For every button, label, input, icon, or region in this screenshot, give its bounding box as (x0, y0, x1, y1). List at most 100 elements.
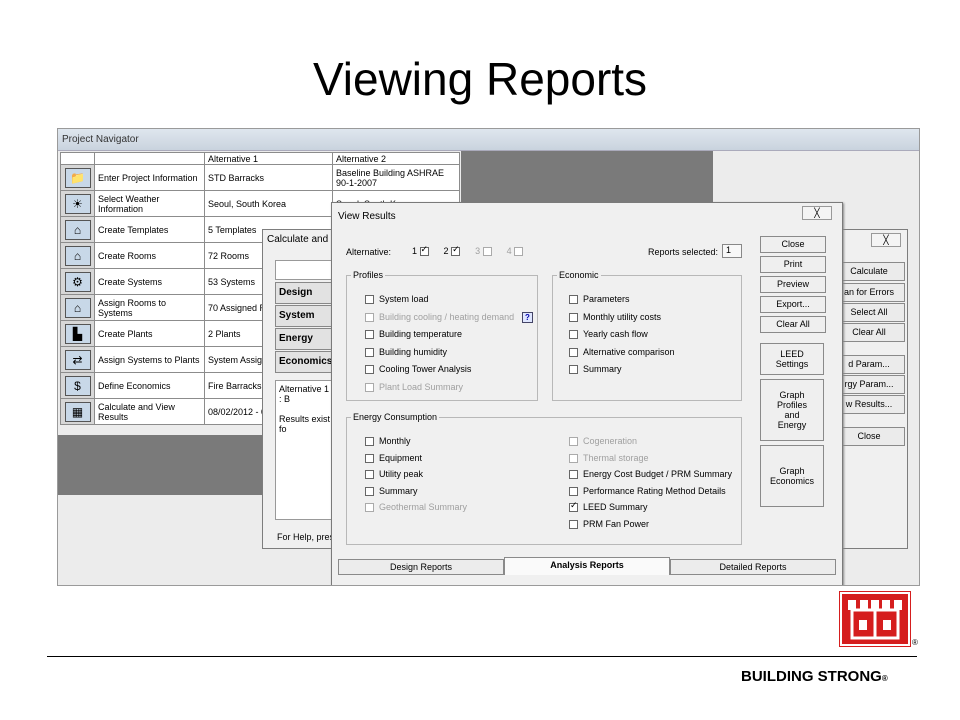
step-label[interactable]: Enter Project Information (94, 164, 205, 191)
report-checkbox[interactable] (569, 312, 578, 322)
report-option[interactable]: Summary (365, 486, 467, 503)
leed-settings-button[interactable]: LEED Settings (760, 343, 824, 375)
row-icon-cell[interactable]: ⌂ (60, 216, 95, 243)
row-icon-cell[interactable]: ▦ (60, 398, 95, 425)
report-checkbox[interactable] (569, 295, 578, 305)
calculator-icon[interactable]: ▦ (64, 401, 91, 422)
economics-button[interactable]: Economics (275, 351, 335, 373)
graph-profiles-button[interactable]: Graph Profiles and Energy (760, 379, 824, 441)
report-checkbox[interactable] (569, 519, 578, 529)
report-option[interactable]: Parameters (569, 294, 675, 312)
economics-icon[interactable]: $ (64, 375, 91, 396)
step-label[interactable]: Define Economics (94, 372, 205, 399)
alternative-option[interactable]: 1 (412, 244, 434, 257)
folder-icon[interactable]: 📁 (64, 167, 91, 188)
report-option[interactable]: LEED Summary (569, 500, 732, 519)
report-option[interactable]: System load (365, 294, 514, 312)
row-icon-cell[interactable]: ☀ (60, 190, 95, 217)
row-icon-cell[interactable]: ▙ (60, 320, 95, 347)
report-checkbox[interactable] (365, 347, 374, 357)
report-option[interactable]: Monthly (365, 436, 467, 453)
energy-param-button[interactable]: rgy Param... (833, 375, 905, 394)
step-label[interactable]: Select Weather Information (94, 190, 205, 217)
templates-icon[interactable]: ⌂ (64, 219, 91, 240)
report-option[interactable]: Cooling Tower Analysis (365, 364, 514, 382)
report-option[interactable]: Performance Rating Method Details (569, 486, 732, 503)
export-button[interactable]: Export... (760, 296, 826, 313)
report-checkbox[interactable] (569, 486, 578, 496)
plants-icon[interactable]: ▙ (64, 323, 91, 344)
help-text: For Help, pres (277, 532, 335, 542)
report-option[interactable]: PRM Fan Power (569, 519, 732, 536)
scan-errors-button[interactable]: an for Errors (833, 283, 905, 302)
step-label[interactable]: Create Templates (94, 216, 205, 243)
energy-consumption-title: Energy Consumption (351, 412, 440, 422)
report-checkbox[interactable] (569, 500, 578, 513)
design-button[interactable]: Design (275, 282, 335, 304)
tab-analysis-reports[interactable]: Analysis Reports (504, 557, 670, 575)
close-icon[interactable]: ╳ (802, 206, 832, 220)
assign-systems-icon[interactable]: ⇄ (64, 349, 91, 370)
report-option[interactable]: Alternative comparison (569, 347, 675, 365)
report-checkbox[interactable] (365, 486, 374, 496)
alternative-checkbox[interactable] (451, 244, 461, 257)
graph-economics-button[interactable]: Graph Economics (760, 445, 824, 507)
report-checkbox[interactable] (569, 365, 578, 375)
report-option[interactable]: Summary (569, 364, 675, 382)
row-icon-cell[interactable]: $ (60, 372, 95, 399)
tab-detailed-reports[interactable]: Detailed Reports (670, 559, 836, 575)
report-option[interactable]: Building humidity (365, 347, 514, 365)
step-label[interactable]: Create Plants (94, 320, 205, 347)
calculate-button[interactable]: Calculate (833, 262, 905, 281)
close-icon[interactable]: ╳ (871, 233, 901, 247)
clear-all-button[interactable]: Clear All (833, 323, 905, 342)
close-button[interactable]: Close (833, 427, 905, 446)
row-icon-cell[interactable]: ⇄ (60, 346, 95, 373)
calc-results-area: Alternative 1 : B Results exist fo (275, 380, 335, 520)
preview-button[interactable]: Preview (760, 276, 826, 293)
report-option[interactable]: Equipment (365, 453, 467, 470)
report-checkbox[interactable] (365, 437, 374, 447)
load-param-button[interactable]: d Param... (833, 355, 905, 374)
row-icon-cell[interactable]: ⌂ (60, 242, 95, 269)
report-checkbox[interactable] (365, 365, 374, 375)
clear-all-button[interactable]: Clear All (760, 316, 826, 333)
print-button[interactable]: Print (760, 256, 826, 273)
report-option[interactable]: Utility peak (365, 469, 467, 486)
system-button[interactable]: System (275, 305, 335, 327)
report-option[interactable]: Monthly utility costs (569, 312, 675, 330)
close-button[interactable]: Close (760, 236, 826, 253)
alternative-checkbox[interactable] (419, 244, 429, 257)
step-label[interactable]: Calculate and View Results (94, 398, 205, 425)
weather-icon[interactable]: ☀ (64, 193, 91, 214)
energy-button[interactable]: Energy (275, 328, 335, 350)
row-icon-cell[interactable]: ⚙ (60, 268, 95, 295)
step-label[interactable]: Assign Systems to Plants (94, 346, 205, 373)
report-checkbox[interactable] (365, 295, 374, 305)
systems-icon[interactable]: ⚙ (64, 271, 91, 292)
report-checkbox[interactable] (365, 330, 374, 340)
step-label[interactable]: Assign Rooms to Systems (94, 294, 205, 321)
alternative-option[interactable]: 2 (444, 244, 466, 257)
report-checkbox[interactable] (569, 470, 578, 480)
report-checkbox[interactable] (365, 470, 374, 480)
row-icon-cell[interactable]: 📁 (60, 164, 95, 191)
report-checkbox[interactable] (569, 347, 578, 357)
report-checkbox[interactable] (365, 453, 374, 463)
assign-rooms-icon[interactable]: ⌂ (64, 297, 91, 318)
step-label[interactable]: Create Systems (94, 268, 205, 295)
tab-design-reports[interactable]: Design Reports (338, 559, 504, 575)
help-icon[interactable]: ? (522, 312, 533, 323)
rooms-icon[interactable]: ⌂ (64, 245, 91, 266)
row-icon-cell[interactable]: ⌂ (60, 294, 95, 321)
report-option[interactable]: Energy Cost Budget / PRM Summary (569, 469, 732, 486)
select-all-button[interactable]: Select All (833, 303, 905, 322)
dialog-title: View Results (338, 211, 396, 222)
report-checkbox[interactable] (569, 330, 578, 340)
report-option[interactable]: Building temperature (365, 329, 514, 347)
report-option[interactable]: Yearly cash flow (569, 329, 675, 347)
step-label[interactable]: Create Rooms (94, 242, 205, 269)
report-option-label: LEED Summary (583, 502, 648, 512)
view-results-button[interactable]: w Results... (833, 395, 905, 414)
